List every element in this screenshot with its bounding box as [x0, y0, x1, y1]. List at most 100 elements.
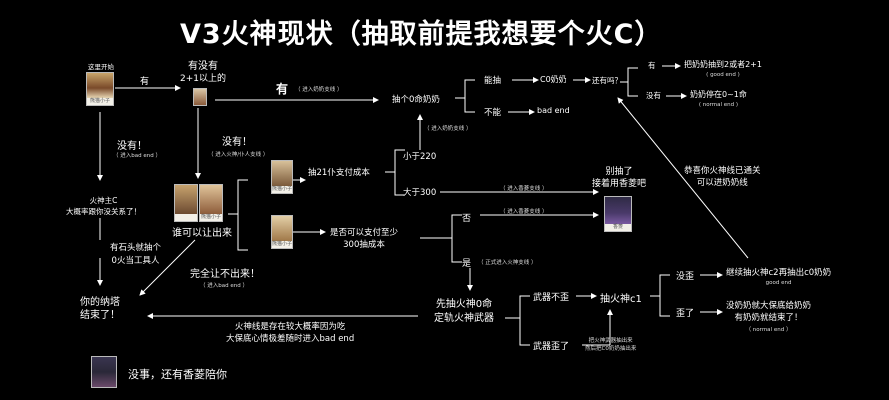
character-art: [272, 216, 292, 241]
draw-c0-line1: 先抽火神0命: [435, 299, 493, 310]
portrait-xiangling: 香菱: [604, 196, 632, 232]
edge-yes-1: 有: [140, 77, 150, 87]
no-worries: 没事，还有香菱陪你: [128, 368, 227, 381]
portrait-xiangling-bottom: [91, 356, 117, 388]
edge-no-2: 没有！: [222, 137, 252, 148]
bad-end: bad end: [537, 106, 570, 115]
lose-5050-no: 没歪: [676, 272, 695, 282]
weapon-lost-note-line1: 把火神武器抽出来: [588, 338, 633, 344]
no-grandma-sub: （ normal end ）: [745, 327, 792, 333]
portrait-servant-a: [174, 184, 198, 222]
fire-line-note-line2: 大保底心情极差随时进入bad end: [226, 334, 355, 344]
c0-grandma: C0奶奶: [540, 75, 567, 84]
stone-note: 有石头就抽个 0火当工具人: [110, 242, 161, 268]
portrait-start: 熊猫小子: [86, 72, 114, 106]
weapon-lost-note-line2: 然后把C0奶奶抽出来: [585, 346, 637, 352]
portrait-grandma: [193, 88, 207, 106]
have-2plus1: 有没有 2+1以上的: [180, 60, 226, 86]
get-c2: 把奶奶抽到2或者2+1 ( good end ): [684, 60, 762, 80]
stop-c0-sub: ( normal end ): [698, 102, 739, 108]
edge-yes-2-sub: （ 进入奶奶支线 ）: [295, 87, 343, 93]
afford-question: 是否可以支付至少 300抽成本: [330, 227, 398, 251]
no-grandma: 没奶奶就大保底给奶奶 有奶奶就结束了！ （ normal end ）: [726, 300, 811, 336]
congrats: 恭喜你火神线已通关 可以进奶奶线: [684, 165, 761, 189]
start-label: 这里开始: [88, 63, 114, 71]
less-220: 小于220: [403, 152, 437, 162]
character-art: [87, 73, 113, 98]
stop-draw: 别抽了 接着用香菱吧: [592, 166, 646, 190]
keep-drawing-label: 继续抽火神c2再抽出c0奶奶: [726, 268, 832, 278]
character-art: [175, 185, 197, 214]
have-2plus1-line1: 有没有: [188, 61, 218, 72]
portrait-side-1: 熊猫小子: [271, 160, 293, 194]
character-art: [605, 197, 631, 224]
your-nata: 你的纳塔 结束了！: [80, 296, 120, 322]
fire-line-note-line1: 火神线是存在较大概率因为吃: [234, 322, 346, 332]
portrait-caption: 熊猫小子: [272, 186, 293, 193]
has-none: 没有: [646, 91, 661, 100]
get-c2-sub: ( good end ): [706, 72, 740, 78]
edge-no-2-sub: （ 进入火神/仆人支线 ）: [208, 152, 269, 158]
more-300-sub: （ 进入香菱支线 ）: [500, 186, 548, 192]
weapon-lost: 武器歪了: [533, 342, 570, 352]
any-more: 还有吗？: [592, 76, 622, 85]
weapon-ok: 武器不歪: [533, 293, 570, 303]
no-grandma-line2: 有奶奶就结束了！: [734, 313, 803, 323]
draw-21: 抽21仆支付成本: [308, 168, 370, 178]
cannot-draw: 不能: [484, 108, 502, 118]
edge-no-1-sub: （ 进入bad end ）: [113, 153, 161, 159]
fire-main-c-line2: 大概率跟你没关系了！: [66, 207, 141, 216]
no-grandma-line1: 没奶奶就大保底给奶奶: [726, 301, 812, 311]
congrats-line2: 可以进奶奶线: [696, 178, 748, 188]
character-art: [272, 161, 292, 186]
page-title: V3火神现状（抽取前提我想要个火C）: [180, 19, 663, 50]
draw-c0-line2: 定轨火神武器: [434, 313, 494, 324]
who-yield: 谁可以让出来: [172, 228, 232, 239]
portrait-caption: 熊猫小子: [272, 241, 293, 248]
stop-draw-line1: 别抽了: [605, 167, 633, 177]
edge-yes-2: 有: [276, 82, 289, 96]
fire-c1: 抽火神c1: [600, 294, 642, 305]
portrait-caption: 熊猫小子: [200, 214, 222, 221]
your-nata-line1: 你的纳塔: [80, 297, 120, 308]
congrats-line1: 恭喜你火神线已通关: [684, 166, 761, 176]
stone-note-line1: 有石头就抽个: [110, 243, 162, 253]
has: 有: [648, 61, 656, 70]
grandma-c0: 抽个0命奶奶: [392, 95, 440, 105]
lose-5050-yes: 歪了: [676, 309, 695, 319]
portrait-side-2: 熊猫小子: [271, 215, 293, 249]
get-c2-label: 把奶奶抽到2或者2+1: [684, 60, 762, 69]
no-sub: （ 进入香菱支线 ）: [500, 209, 548, 215]
fire-line-note: 火神线是存在较大概率因为吃 大保底心情极差随时进入bad end: [226, 321, 354, 345]
portrait-caption: 熊猫小子: [87, 98, 113, 105]
character-art: [194, 89, 206, 105]
have-2plus1-line2: 2+1以上的: [180, 74, 226, 84]
afford-line2: 300抽成本: [343, 240, 385, 250]
fire-main-c: 火神主C 大概率跟你没关系了！: [66, 195, 141, 217]
your-nata-line2: 结束了！: [80, 310, 120, 321]
stop-draw-line2: 接着用香菱吧: [592, 179, 647, 189]
portrait-servant-b: 熊猫小子: [199, 184, 223, 222]
cannot-yield: 完全让不出来！: [190, 269, 260, 280]
yes-sub: （ 正式进入火神支线 ）: [478, 260, 537, 266]
yes: 是: [462, 259, 472, 269]
keep-drawing: 继续抽火神c2再抽出c0奶奶 good end: [726, 268, 831, 288]
keep-drawing-sub: good end: [765, 280, 792, 286]
cannot-yield-sub: （ 进入bad end ）: [200, 283, 248, 289]
portrait-caption: [175, 214, 197, 221]
draw-c0: 先抽火神0命 定轨火神武器: [434, 298, 494, 326]
weapon-lost-note: 把火神武器抽出来 然后把C0奶奶抽出来: [585, 337, 636, 353]
portrait-caption: 香菱: [605, 224, 631, 231]
stop-c0: 奶奶停在0~1命 ( normal end ): [690, 90, 747, 110]
more-300: 大于300: [403, 188, 437, 198]
stone-note-line2: 0火当工具人: [111, 256, 160, 266]
stop-c0-label: 奶奶停在0~1命: [690, 90, 747, 99]
fire-main-c-line1: 火神主C: [89, 196, 118, 205]
afford-line1: 是否可以支付至少: [330, 228, 399, 238]
grandma-c0-sub: （ 进入奶奶支线 ）: [424, 126, 472, 132]
character-art: [200, 185, 222, 214]
edge-no-1: 没有！: [117, 141, 147, 152]
character-art: [92, 357, 116, 387]
no: 否: [462, 214, 472, 224]
